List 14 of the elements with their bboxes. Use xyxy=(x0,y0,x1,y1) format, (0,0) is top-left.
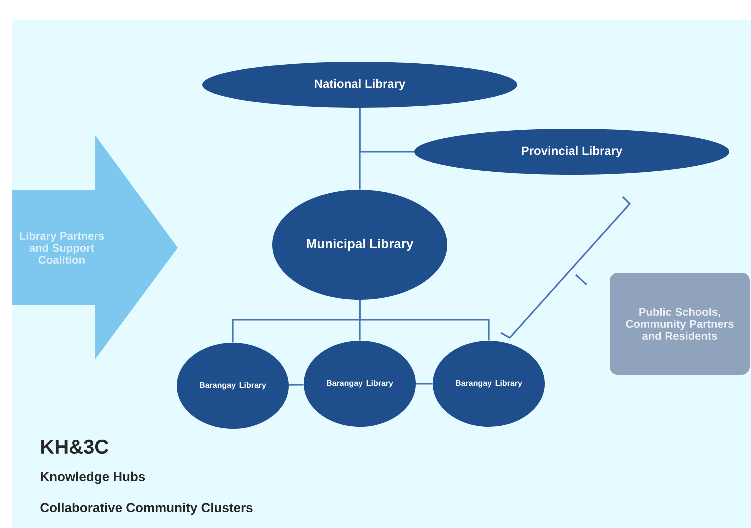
title-text: KH&3C xyxy=(42,440,109,454)
subtitle-text: Knowledge Hubs xyxy=(41,472,146,484)
oval: Barangay Library xyxy=(177,343,289,429)
subtitle-text: Collaborative Community Clusters xyxy=(40,502,253,516)
connector-line xyxy=(359,108,414,153)
oval: National Library xyxy=(202,62,518,108)
oval: Barangay Library xyxy=(433,341,545,427)
oval: Barangay Library xyxy=(304,341,416,427)
oval: Municipal Library xyxy=(272,190,448,300)
connector-line xyxy=(289,384,304,386)
connector-line xyxy=(359,300,490,341)
oval: Provincial Library xyxy=(414,129,730,175)
rounded-box: Public Schools, Community Partners and Residents xyxy=(610,273,750,375)
connector-line xyxy=(416,383,433,385)
